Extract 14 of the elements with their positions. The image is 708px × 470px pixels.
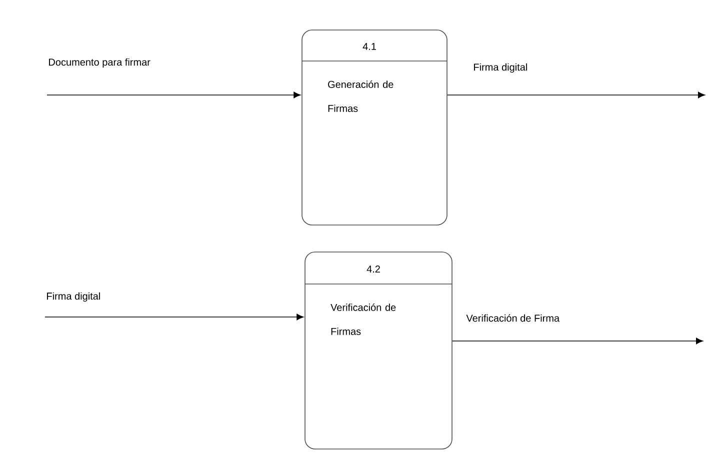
arrow <box>452 338 703 344</box>
process-box <box>304 252 452 450</box>
process-label: Verificación de Firmas <box>330 304 396 335</box>
edge-label: Firma digital <box>474 63 527 73</box>
arrow <box>44 314 304 320</box>
process-number: 4.1 <box>362 43 376 50</box>
edge-label: Firma digital <box>47 292 100 302</box>
edge-label: Documento para firmar <box>49 58 150 68</box>
edge-label: Verificación de Firma <box>466 314 560 322</box>
process-number: 4.2 <box>366 266 380 272</box>
arrow <box>46 92 301 98</box>
process-box <box>302 30 448 226</box>
arrow <box>447 92 705 98</box>
process-label: Generación de Firmas <box>328 80 394 112</box>
